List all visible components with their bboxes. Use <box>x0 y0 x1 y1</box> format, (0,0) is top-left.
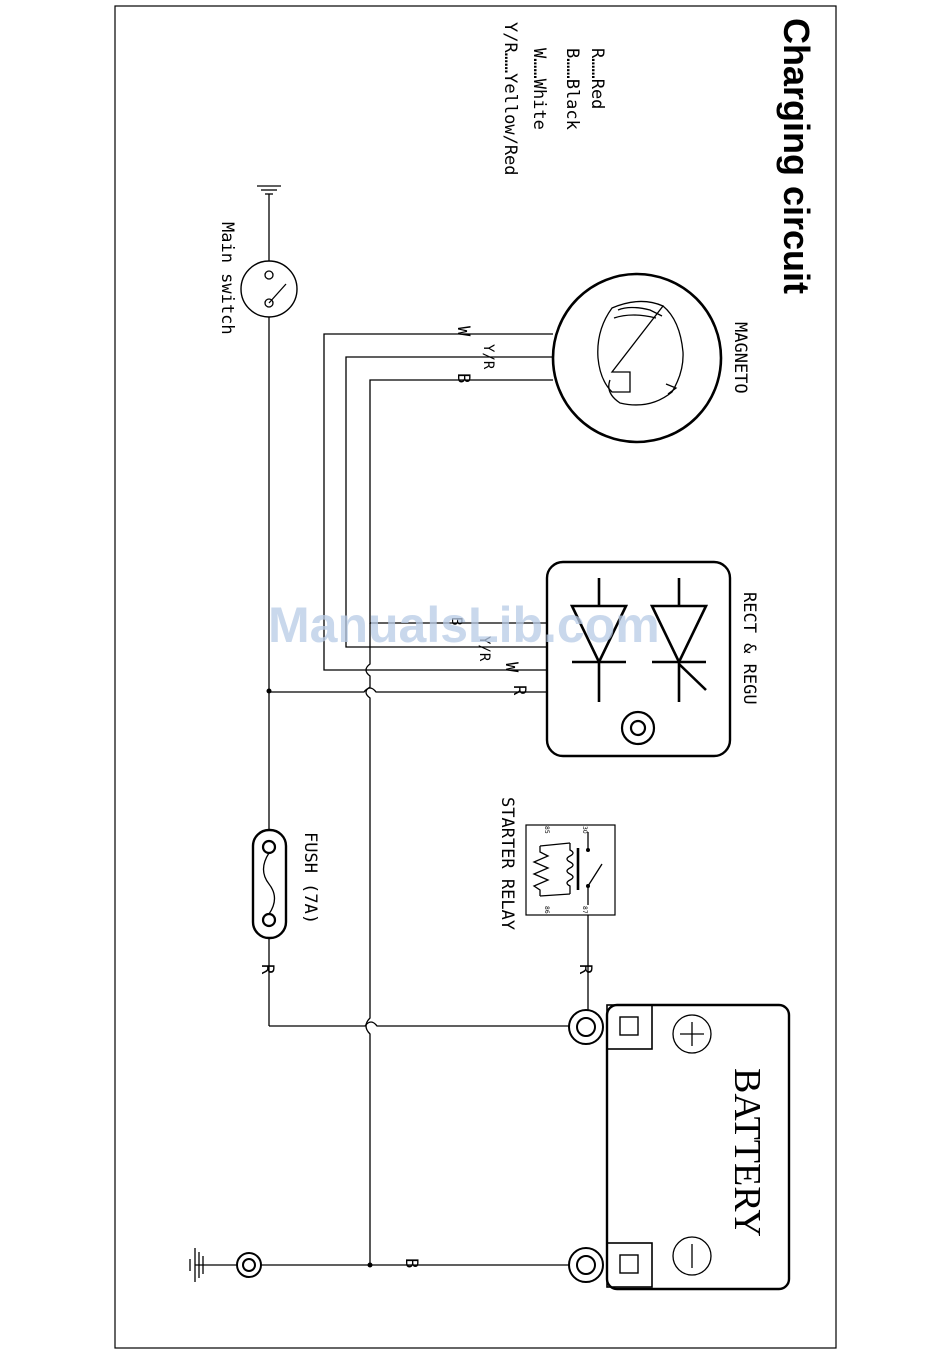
wire-label-r-relay: R <box>575 964 595 975</box>
fuse-element <box>264 853 275 914</box>
magneto-winding-2 <box>614 315 656 318</box>
wire-label-r-rect: R <box>509 685 529 696</box>
relay-body <box>526 825 615 915</box>
main-switch-contact <box>269 284 286 303</box>
battery-label: BATTERY <box>726 1068 768 1237</box>
wire-labels: W Y/R B B Y/R W R R R B <box>257 326 595 1268</box>
relay-pin-85: 85 <box>543 826 550 834</box>
legend-white: W……White <box>529 48 549 130</box>
magneto-arrow <box>666 384 676 394</box>
relay-pin-30: 30 <box>581 826 588 834</box>
battery-negative-terminal <box>569 1248 603 1282</box>
battery-positive-post <box>607 1005 652 1049</box>
fuse: FUSH (7A) <box>253 830 320 938</box>
rectifier-label: RECT & REGU <box>739 592 759 705</box>
fuse-label: FUSH (7A) <box>300 832 320 924</box>
legend-black: B……Black <box>562 48 582 130</box>
wire-label-w-rect: W <box>501 662 521 673</box>
battery: BATTERY <box>569 1005 789 1289</box>
legend-yellow-red: Y/R……Yellow/Red <box>500 22 520 176</box>
magneto-rotor-symbol <box>609 306 683 405</box>
wire-label-r-fuse: R <box>257 964 277 975</box>
rectifier-terminal <box>622 712 654 744</box>
relay-resistor-symbol <box>534 846 548 896</box>
relay-pin-86: 86 <box>543 906 550 914</box>
diagram-title: Charging circuit <box>776 18 817 294</box>
relay-coil-symbol <box>567 843 573 894</box>
starter-relay-label: STARTER RELAY <box>497 797 517 930</box>
thyristor-symbol <box>652 606 706 662</box>
wire-label-yr-magneto: Y/R <box>480 344 496 370</box>
battery-positive-terminal <box>569 1010 603 1044</box>
magneto-label: MAGNETO <box>730 322 750 394</box>
main-switch-label: Main switch <box>217 222 237 335</box>
legend-red: R……Red <box>587 48 607 109</box>
starter-relay: 30 85 86 87 STARTER RELAY <box>497 797 615 930</box>
relay-pin-87: 87 <box>581 906 588 914</box>
wire-label-b-magneto: B <box>453 373 473 383</box>
magneto: MAGNETO <box>553 274 750 442</box>
relay-switch-contact <box>588 864 602 886</box>
magneto-body <box>553 274 721 442</box>
rectifier-regulator: RECT & REGU <box>547 562 759 756</box>
wiring <box>190 317 588 1282</box>
main-switch: Main switch <box>217 186 297 335</box>
wire-label-b-ground: B <box>401 1258 421 1268</box>
rectifier-body <box>547 562 730 756</box>
battery-negative-post <box>607 1243 652 1287</box>
wire-label-w-magneto: W <box>453 326 473 337</box>
color-legend: R……Red B……Black W……White Y/R……Yellow/Red <box>500 22 607 176</box>
watermark: ManualsLib.com <box>268 597 660 653</box>
ground-terminal-bottom <box>237 1253 261 1277</box>
main-switch-body <box>241 261 297 317</box>
